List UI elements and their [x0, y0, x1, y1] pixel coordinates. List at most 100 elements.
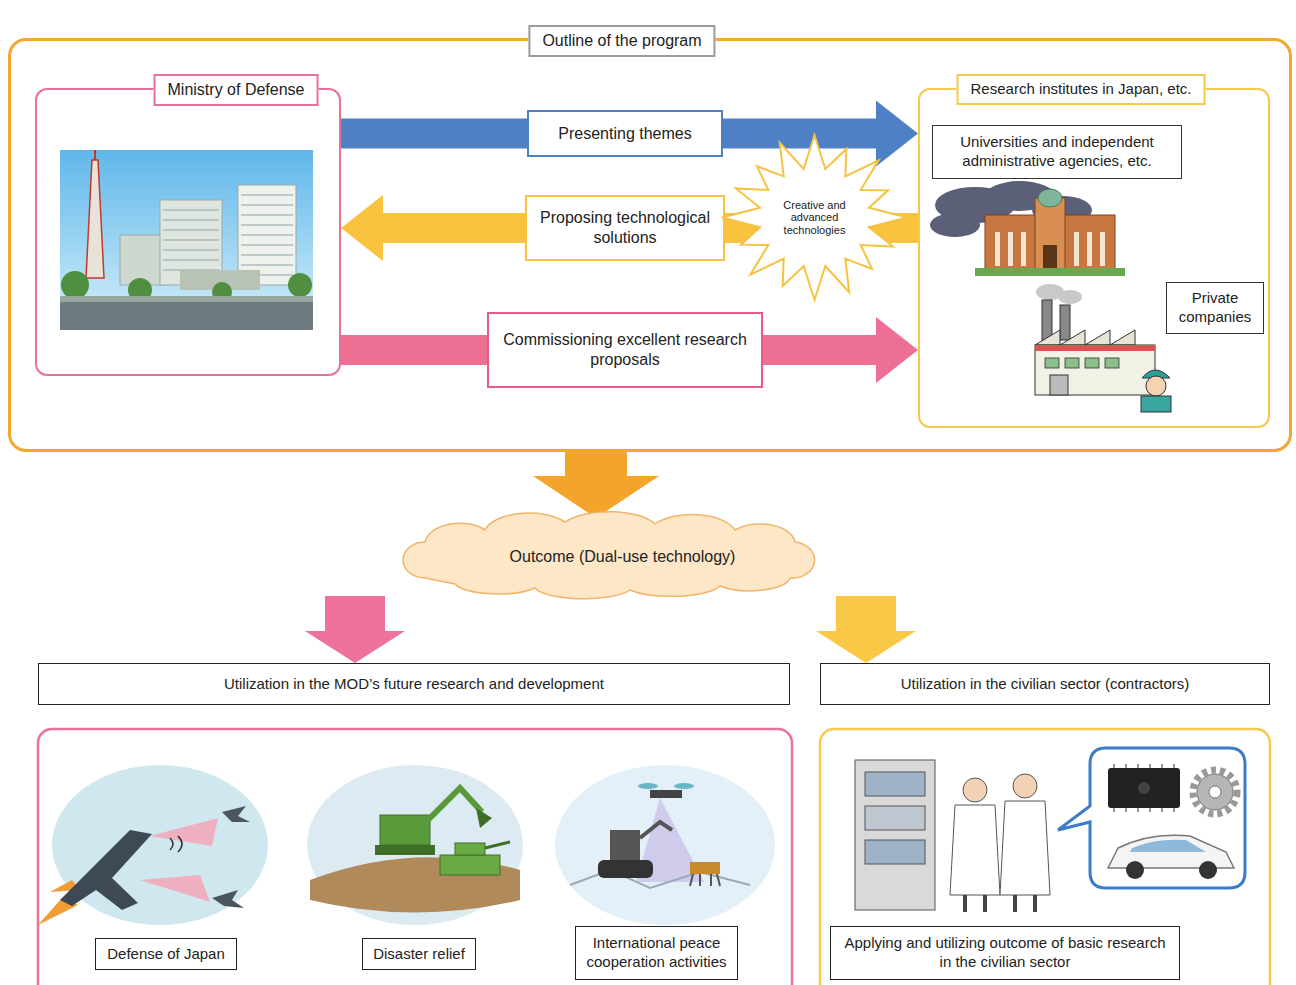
node-label: Universities and independent administrat…: [939, 133, 1175, 171]
mod-building-photo-part-part: [163, 220, 219, 221]
disaster-relief-illustration-part: [428, 788, 482, 820]
product-callout: [1058, 748, 1245, 888]
lab-illustration-part: [950, 805, 1000, 895]
product-callout-part-part: [1125, 764, 1127, 768]
mod-building-photo-part-part: [241, 265, 293, 266]
university-illustration-part-part: [1008, 232, 1013, 266]
mod-building-photo-part-part: [241, 215, 293, 216]
factory-illustration-part-part: [1105, 358, 1119, 368]
mod-building-photo-part-part: [163, 260, 219, 261]
factory-illustration-part: [1042, 300, 1052, 340]
peace-cooperation-illustration-part: [610, 830, 640, 860]
node-label: Commissioning excellent research proposa…: [495, 330, 755, 370]
research-institutes-panel: Research institutes in Japan, etc.Univer…: [918, 88, 1270, 428]
factory-illustration-part: [1146, 376, 1166, 396]
university-illustration-part-part: [1087, 232, 1092, 266]
university-illustration-part: [1038, 189, 1062, 207]
product-callout-part: [1058, 748, 1245, 888]
product-callout-part: [1193, 770, 1237, 814]
block-arrow: [763, 335, 876, 365]
lab-illustration-part: [1013, 774, 1037, 798]
institute-box: Private companies: [1166, 282, 1264, 334]
node-label: Applying and utilizing outcome of basic …: [837, 934, 1173, 972]
defense-jets-illustration-part: [60, 830, 152, 910]
mod-building-photo-part: [60, 296, 313, 302]
block-arrow: [565, 452, 627, 476]
mod-building-photo-part-part: [163, 240, 219, 241]
peace-cooperation-illustration-part: [674, 783, 694, 789]
disaster-relief-illustration-part: [307, 765, 523, 925]
product-callout-part-part: [1173, 808, 1175, 812]
mod-building-photo-part-part: [241, 225, 293, 226]
mod-building-photo-part-part: [241, 245, 293, 246]
box-title: Ministry of Defense: [154, 74, 319, 106]
peace-cooperation-illustration-part: [598, 860, 653, 878]
disaster-relief-illustration-part: [476, 808, 492, 828]
product-callout-part: [1199, 861, 1217, 879]
university-illustration-part-part: [1100, 232, 1105, 266]
disaster-relief-illustration-part: [455, 843, 485, 855]
process-box: Presenting themes: [527, 110, 723, 157]
factory-illustration-part: [1035, 345, 1155, 395]
factory-illustration-part: [1141, 396, 1171, 412]
lab-illustration: [855, 760, 1050, 912]
use-case-box: Applying and utilizing outcome of basic …: [830, 926, 1180, 980]
disaster-relief-illustration: [307, 765, 523, 925]
university-illustration-part-part: [995, 232, 1000, 266]
lab-illustration-part: [865, 806, 925, 830]
product-callout-part-part: [1149, 808, 1151, 812]
use-case-box: International peace cooperation activiti…: [575, 926, 738, 980]
node-label: Utilization in the MOD’s future research…: [224, 675, 604, 694]
process-box: Commissioning excellent research proposa…: [487, 312, 763, 388]
factory-illustration-part: [1050, 375, 1068, 395]
product-callout-part-part: [1137, 808, 1139, 812]
use-case-box: Disaster relief: [362, 938, 476, 970]
university-illustration: [930, 181, 1125, 276]
mod-building-photo-part: [86, 160, 104, 278]
lab-illustration-part: [963, 778, 987, 802]
factory-illustration-part: [1058, 290, 1082, 304]
university-illustration-part-part: [1074, 232, 1079, 266]
product-callout-part-part: [1173, 764, 1175, 768]
disaster-relief-illustration-part: [440, 855, 500, 875]
ministry-panel: Ministry of Defense: [35, 88, 341, 376]
product-callout-part: [1130, 840, 1206, 852]
cloud-outline: [403, 512, 815, 599]
peace-cooperation-illustration-part: [690, 874, 720, 886]
disaster-relief-illustration-part: [375, 845, 435, 855]
program-outline-frame: Outline of the programMinistry of Defens…: [8, 38, 1292, 452]
bottom-panels-part: [38, 729, 792, 985]
mod-building-photo-part: [60, 302, 313, 330]
mod-building-photo-part-part: [163, 210, 219, 211]
block-arrow: [325, 596, 385, 631]
product-callout-part-part: [1161, 808, 1163, 812]
mod-building-photo-part-part: [241, 195, 293, 196]
mod-building-photo: [60, 150, 313, 330]
block-arrow: [341, 335, 487, 365]
factory-illustration-part-part: [1065, 358, 1079, 368]
factory-illustration-part: [1035, 345, 1155, 351]
block-arrow: [341, 119, 527, 149]
product-callout-part-part: [1113, 808, 1115, 812]
factory-illustration-part: [1045, 358, 1119, 368]
node-label: International peace cooperation activiti…: [582, 934, 731, 972]
defense-jets-illustration-part: [150, 818, 218, 846]
disaster-relief-illustration-part: [485, 842, 510, 848]
mod-building-photo-part-part: [241, 255, 293, 256]
peace-cooperation-illustration-part: [690, 862, 720, 874]
peace-cooperation-illustration-part: [555, 765, 775, 925]
product-callout-part-part: [1149, 764, 1151, 768]
university-illustration-part: [1035, 198, 1065, 270]
product-callout-part: [1114, 764, 1174, 812]
box-title: Outline of the program: [528, 25, 715, 57]
section-header: Utilization in the civilian sector (cont…: [820, 663, 1270, 705]
defense-jets-illustration-part: [222, 806, 250, 822]
mod-building-photo-part-part: [241, 205, 293, 206]
outcome-cloud: Outcome (Dual-use technology): [385, 518, 860, 596]
product-callout-part: [1209, 786, 1221, 798]
mod-building-photo-part: [288, 273, 312, 297]
university-illustration-part: [930, 213, 980, 237]
product-callout-part-part: [1125, 808, 1127, 812]
product-callout-part-part: [1137, 764, 1139, 768]
